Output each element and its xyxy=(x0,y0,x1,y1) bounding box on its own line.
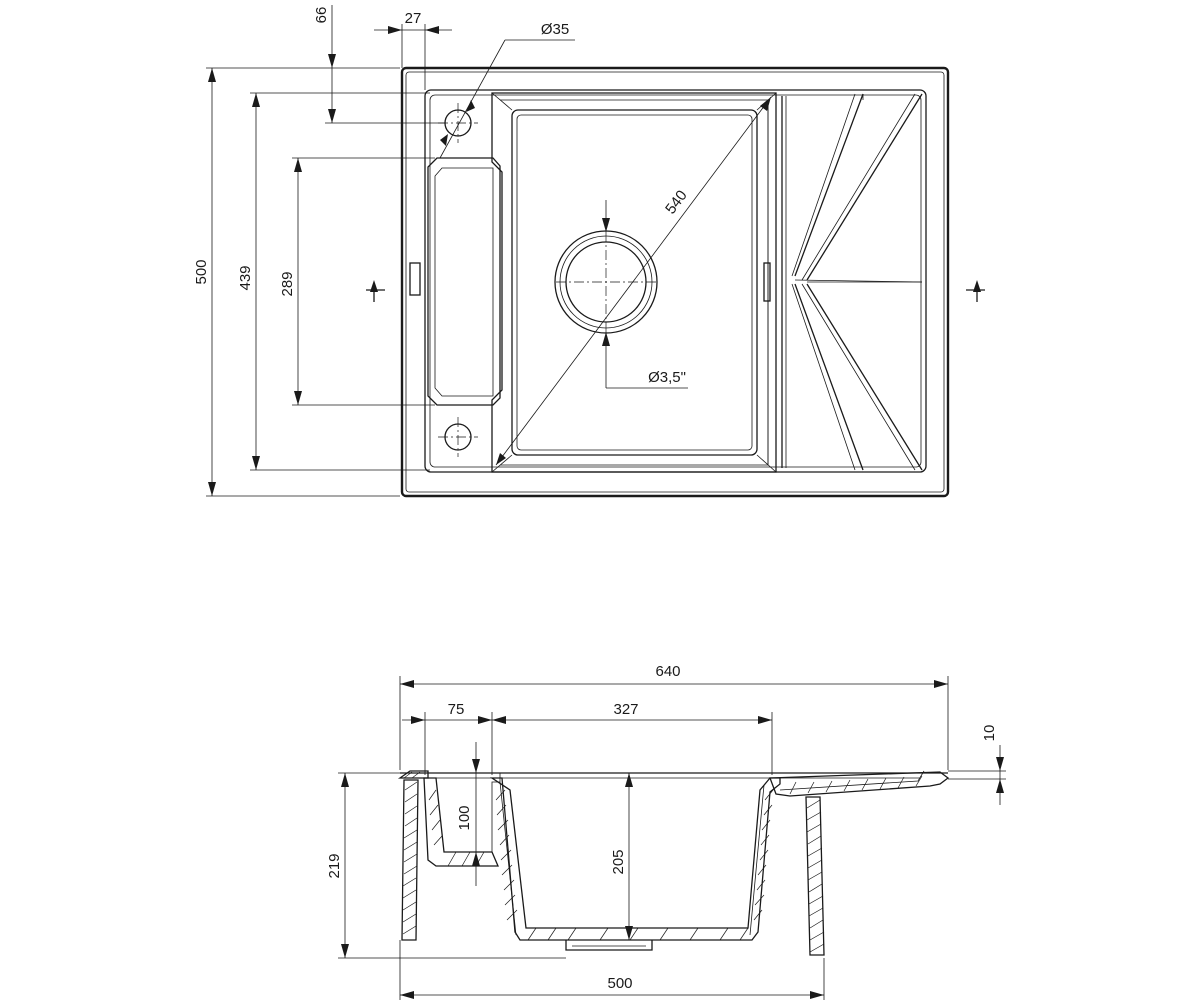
dim-drainer-thickness-label: 10 xyxy=(981,725,998,742)
overflow-slot-left xyxy=(409,262,421,296)
left-tray-inner xyxy=(434,167,494,397)
left-tray xyxy=(427,157,501,406)
dim-tap-hole-leader xyxy=(439,39,575,159)
dim-overall-width-label: 640 xyxy=(655,663,680,680)
overflow-slot-right xyxy=(763,262,771,302)
dim-bowl-depth-label: 205 xyxy=(610,849,627,874)
bowl-corner-tl xyxy=(491,92,513,111)
drainer-board xyxy=(781,93,923,471)
bowl-section-inner xyxy=(499,781,765,936)
dim-overall-depth-label: 500 xyxy=(193,259,210,284)
dim-left-ledge xyxy=(402,712,493,775)
bowl-outline xyxy=(491,92,777,473)
drainer-section-inner xyxy=(779,770,925,791)
dim-bowl-diagonal-label: 540 xyxy=(662,187,691,217)
dim-bowl-width xyxy=(492,712,773,775)
bowl-corner-bl xyxy=(491,454,513,473)
dim-bowl-width-label: 327 xyxy=(613,701,638,718)
dim-bowl-depth xyxy=(625,773,633,940)
side-view: 640 75 327 100 xyxy=(326,663,1006,1000)
top-view: 500 439 289 66 xyxy=(193,5,985,498)
sink-outer-rim xyxy=(400,66,950,498)
dim-bowl-diagonal xyxy=(495,96,772,466)
drain-stub-section xyxy=(565,940,653,951)
sink-inner-rim-line xyxy=(429,94,922,468)
drainer-section-hatch xyxy=(789,775,923,795)
dim-tap-hole-label: Ø35 xyxy=(541,21,569,38)
dim-bottom-width-label: 500 xyxy=(607,975,632,992)
dim-drainer-thickness xyxy=(948,745,1006,805)
dim-drainer-cutout xyxy=(292,157,435,406)
bowl-floor xyxy=(511,109,758,456)
bowl-corner-br xyxy=(756,454,777,473)
dim-total-height-label: 219 xyxy=(326,853,343,878)
dim-tap-offset-y-label: 66 xyxy=(313,7,330,24)
dim-drain-leader xyxy=(602,200,688,389)
drainer-section xyxy=(769,771,950,797)
left-support-wall xyxy=(401,779,419,941)
left-tray-section xyxy=(423,777,499,867)
left-lip xyxy=(397,770,429,779)
dim-bottom-width xyxy=(399,940,825,1000)
dim-rim-depth-label: 439 xyxy=(237,265,254,290)
section-markers xyxy=(366,280,985,302)
dim-tap-offset-x xyxy=(374,24,452,90)
dim-drainer-cutout-label: 289 xyxy=(279,271,296,296)
dim-total-height xyxy=(338,772,566,959)
bowl-floor-inner xyxy=(516,114,753,451)
dim-ledge-depth-label: 100 xyxy=(456,805,473,830)
dim-tap-offset-x-label: 27 xyxy=(405,10,422,27)
bowl-section-hatch xyxy=(495,789,774,941)
dim-overall-depth xyxy=(206,67,400,497)
dim-ledge-depth xyxy=(472,742,480,886)
dim-overall-width xyxy=(399,676,949,770)
dim-drain-label: Ø3,5" xyxy=(648,369,686,386)
dim-left-ledge-label: 75 xyxy=(448,701,465,718)
sink-outer-rim-inner xyxy=(405,71,945,493)
bowl-section-outer xyxy=(489,777,781,941)
dim-tap-offset-y xyxy=(325,5,445,124)
right-support-wall xyxy=(805,796,825,956)
dim-rim-depth xyxy=(250,92,430,471)
